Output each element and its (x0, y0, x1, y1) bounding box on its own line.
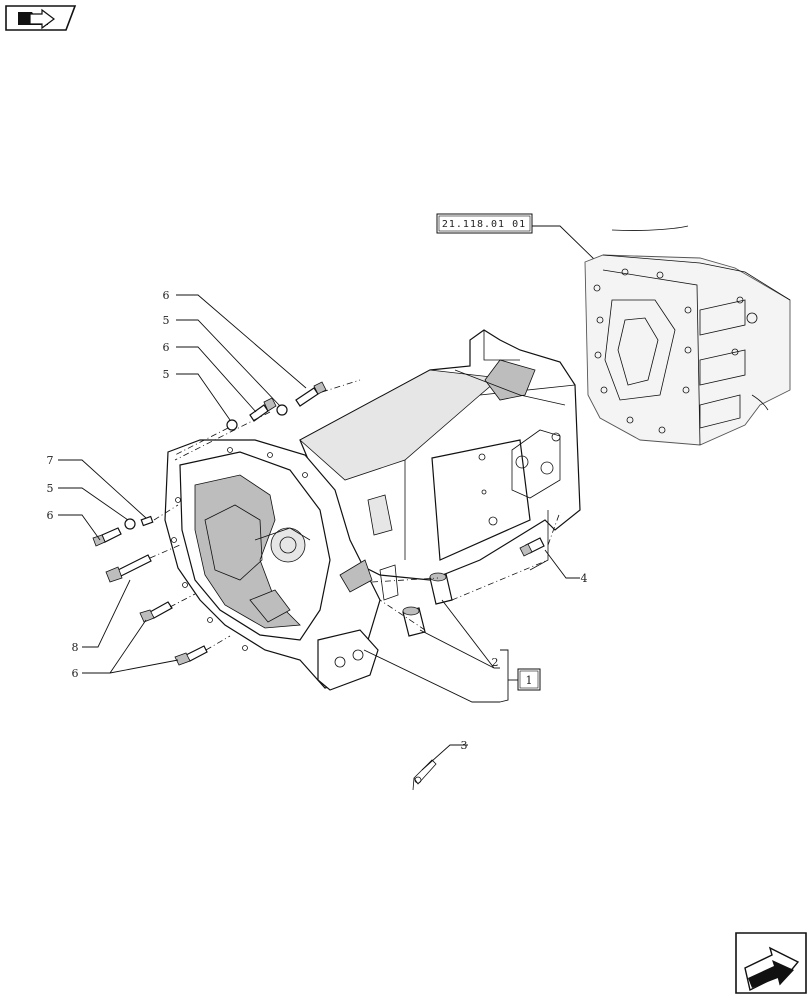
bolt-upper-b (249, 397, 277, 422)
folder-arrow-icon[interactable] (5, 5, 77, 31)
callout-bolt-left: 6 (47, 509, 54, 522)
assembly-reference-box[interactable]: 1 (517, 668, 541, 691)
callout-split-pin: 3 (461, 739, 468, 752)
callout-leaders (58, 294, 580, 771)
callout-dowels: 2 (492, 656, 499, 669)
leader-related-page (532, 225, 598, 263)
transmission-housing (164, 329, 581, 691)
bolt-lower-a (139, 601, 173, 623)
stud (105, 554, 152, 583)
callout-stud: 8 (72, 641, 79, 654)
callout-washer-upper-a: 5 (163, 314, 170, 327)
assembly-box-label: 1 (526, 674, 533, 687)
split-pin (412, 759, 437, 791)
pin (140, 515, 154, 527)
next-page-arrow-icon[interactable] (735, 932, 807, 994)
callout-bolt-upper-b: 6 (163, 341, 170, 354)
washer-left (124, 518, 136, 530)
callout-washer-left: 5 (47, 482, 54, 495)
reference-box-related-page[interactable]: 21.118.01 01 (436, 213, 533, 234)
washer-upper-b (226, 419, 238, 431)
callout-washer-upper-b: 5 (163, 368, 170, 381)
assembly-centre-lines (149, 379, 561, 651)
bolt-hole-markers (593, 268, 758, 434)
callout-bolt-lower: 6 (72, 667, 79, 680)
callout-pin: 7 (47, 454, 54, 467)
callout-rear-bolt: 4 (581, 572, 588, 585)
dowel-a (429, 572, 453, 605)
washer-upper-a (276, 404, 288, 416)
callout-bolt-upper-a: 6 (163, 289, 170, 302)
related-page-label: 21.118.01 01 (442, 219, 526, 230)
dowel-b (402, 606, 426, 637)
bolt-lower-b (174, 645, 208, 666)
rear-bolt (519, 537, 545, 557)
bolt-left (92, 527, 122, 547)
bolt-upper-a (295, 381, 327, 407)
rear-housing-reference-view (584, 225, 791, 446)
